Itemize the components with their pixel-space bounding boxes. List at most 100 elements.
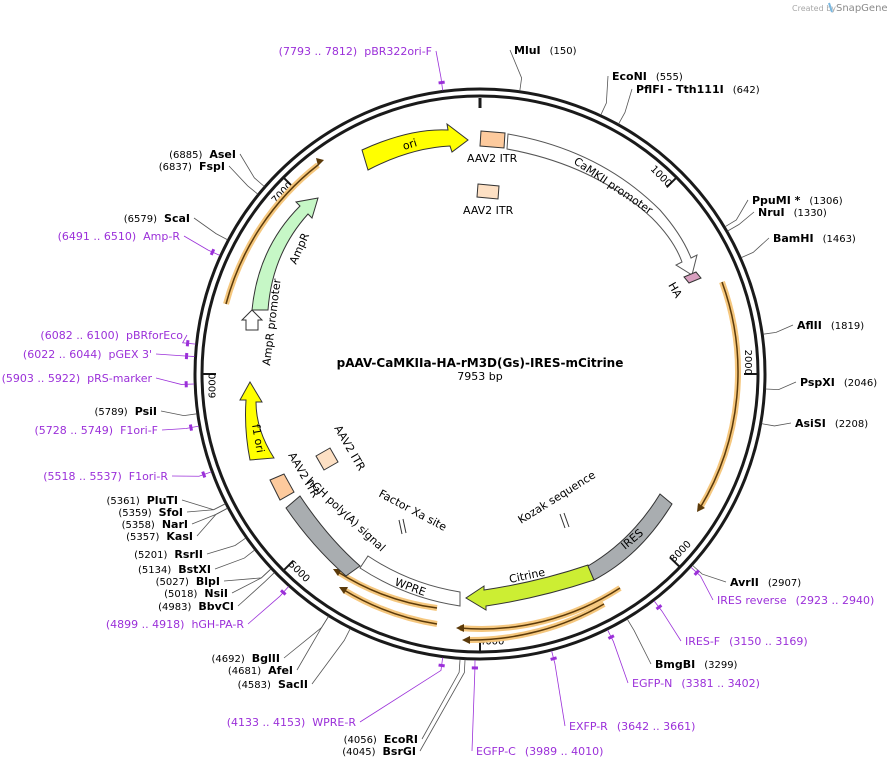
enzyme-label[interactable]: MluI (150) (514, 44, 577, 57)
enzyme-name: SacII (278, 678, 308, 691)
primer-leader-line (183, 235, 220, 256)
enzyme-label[interactable]: AsiSI(2208) (795, 417, 868, 430)
primer-label[interactable]: pGEX 3'(6022 .. 6044) (23, 348, 152, 361)
primer-leader-line (161, 425, 199, 431)
enzyme-position: (6837) (159, 162, 192, 173)
enzyme-label[interactable]: NruI(1330) (758, 206, 827, 219)
primer-range: (4133 .. 4153) (227, 716, 306, 729)
enzyme-label[interactable]: KasI(5357) (126, 530, 193, 543)
enzyme-label[interactable]: BlpI(5027) (156, 575, 220, 588)
primer-label[interactable]: pBRforEco(6082 .. 6100) (40, 329, 183, 342)
feature-factor-xa-label: Factor Xa site (377, 487, 449, 534)
feature-ha (683, 271, 702, 284)
enzyme-label[interactable]: PsiI(5789) (94, 405, 157, 418)
enzyme-label[interactable]: PspXI(2046) (800, 376, 877, 389)
enzyme-label[interactable]: NarI(5358) (122, 518, 188, 531)
orf-arc-main-head (697, 503, 705, 512)
enzyme-name: KasI (166, 530, 193, 543)
primer-label[interactable]: Amp-R(6491 .. 6510) (58, 230, 181, 243)
primer-label[interactable]: F1ori-F (5728 .. 5749) (35, 424, 159, 437)
primer-label[interactable]: F1ori-R(5518 .. 5537) (43, 470, 168, 483)
enzyme-label[interactable]: FspI(6837) (159, 160, 225, 173)
primer-name: EGFP-N (632, 677, 672, 690)
enzyme-name: AfeI (268, 664, 293, 677)
primer-leader-line (551, 650, 566, 727)
enzyme-label[interactable]: BsrGI(4045) (342, 745, 416, 758)
enzyme-position: (5361) (106, 496, 139, 507)
enzyme-label[interactable]: BbvCI(4983) (158, 600, 234, 613)
enzyme-leader-line (421, 659, 461, 740)
primer-label[interactable]: IRES reverse(2923 .. 2940) (717, 594, 874, 607)
enzyme-label[interactable]: BglII(4692) (212, 652, 280, 665)
enzyme-label[interactable]: SacII(4583) (238, 678, 308, 691)
enzyme-name: NsiI (204, 587, 228, 600)
enzyme-label[interactable]: AseI(6885) (169, 148, 236, 161)
orf-arc-citrine2-head (462, 636, 470, 644)
ring-tick-label: 4000 (479, 637, 504, 648)
primer-label[interactable]: IRES-F(3150 .. 3169) (685, 635, 808, 648)
enzyme-position: (4692) (212, 654, 245, 665)
credit-brand: SnapGene (836, 3, 888, 14)
enzyme-name: BbvCI (198, 600, 234, 613)
enzyme-name: ScaI (164, 212, 190, 225)
enzyme-label[interactable]: PluTI(5361) (106, 494, 178, 507)
enzyme-label[interactable]: RsrII(5201) (134, 548, 203, 561)
primer-label[interactable]: hGH-PA-R (4899 .. 4918) (106, 618, 244, 631)
primer-label[interactable]: EGFP-C(3989 .. 4010) (476, 745, 603, 758)
primer-name: F1ori-F (120, 424, 158, 437)
enzyme-label[interactable]: EcoNI(555) (612, 70, 683, 83)
primer-name: hGH-PA-R (191, 618, 244, 631)
enzyme-position: (1819) (831, 321, 864, 332)
primer-marks (184, 80, 700, 670)
enzyme-name: RsrII (174, 548, 203, 561)
feature-wpre (359, 555, 461, 607)
enzyme-position: (150) (550, 46, 577, 57)
enzyme-name: BstXI (178, 563, 211, 576)
primer-range: (5518 .. 5537) (43, 470, 122, 483)
enzyme-position: (5027) (156, 577, 189, 588)
enzyme-label[interactable]: EcoRI(4056) (344, 733, 418, 746)
enzyme-position: (1306) (809, 196, 842, 207)
primer-leader-line (155, 377, 195, 385)
primer-range: (6491 .. 6510) (58, 230, 137, 243)
primer-name: pRS-marker (87, 372, 152, 385)
enzyme-label[interactable]: AvrII(2907) (730, 576, 801, 589)
enzyme-name: AsiSI (795, 417, 826, 430)
enzyme-label[interactable]: PflFI - Tth111I(642) (636, 83, 760, 96)
feature-factor-xa-mark (398, 518, 407, 535)
orf-arc-wpre1-line (337, 571, 438, 609)
enzyme-label[interactable]: PpuMI *(1306) (752, 194, 843, 207)
primer-label[interactable]: pBR322ori-F(7793 .. 7812) (279, 45, 432, 58)
primer-label[interactable]: WPRE-R(4133 .. 4153) (227, 716, 357, 729)
enzyme-name: MluI (514, 44, 541, 57)
enzyme-label[interactable]: BmgBI(3299) (655, 658, 738, 671)
enzyme-leader-line (206, 537, 246, 555)
primer-mark (279, 589, 287, 596)
primer-range: (6082 .. 6100) (40, 329, 119, 342)
enzyme-position: (6885) (169, 150, 202, 161)
enzyme-label[interactable]: AfeI(4681) (228, 664, 293, 677)
enzyme-label[interactable]: BstXI(5134) (138, 563, 211, 576)
enzyme-leader-line (724, 199, 749, 228)
primer-range: (7793 .. 7812) (279, 45, 358, 58)
enzyme-label[interactable]: BamHI(1463) (773, 232, 856, 245)
ring-tick-label: 1000 (648, 164, 674, 190)
enzyme-name: BsrGI (383, 745, 416, 758)
enzyme-position: (1463) (823, 234, 856, 245)
primer-label[interactable]: pRS-marker(5903 .. 5922) (2, 372, 153, 385)
primer-label[interactable]: EGFP-N(3381 .. 3402) (632, 677, 760, 690)
enzyme-leader-line (763, 324, 794, 335)
primer-range: (3989 .. 4010) (525, 745, 604, 758)
enzyme-position: (5358) (122, 520, 155, 531)
ring-tick (665, 176, 678, 189)
primer-label[interactable]: EXFP-R(3642 .. 3661) (569, 720, 695, 733)
primer-range: (5728 .. 5749) (35, 424, 114, 437)
enzyme-label[interactable]: AflII(1819) (797, 319, 864, 332)
enzyme-name: PsiI (135, 405, 157, 418)
primer-range: (4899 .. 4918) (106, 618, 185, 631)
enzyme-label[interactable]: NsiI(5018) (164, 587, 228, 600)
orf-arc-ampr-line (225, 164, 319, 305)
enzyme-label[interactable]: ScaI(6579) (124, 212, 190, 225)
enzyme-label[interactable]: SfoI(5359) (118, 506, 183, 519)
